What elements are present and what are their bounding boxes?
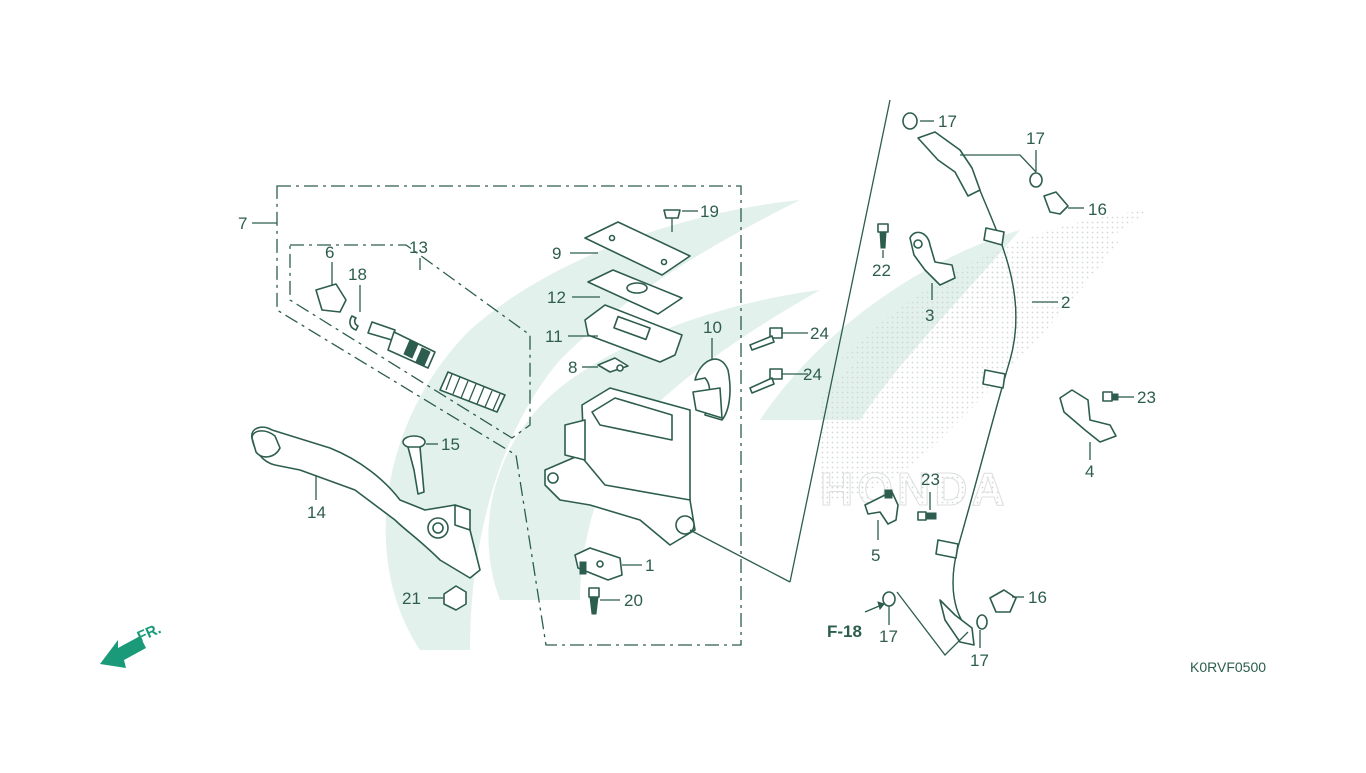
pivot-nut-21 xyxy=(443,585,467,611)
leader-body-hose xyxy=(689,529,791,583)
bolt-23-right xyxy=(1102,391,1119,402)
circlip-18 xyxy=(349,315,359,331)
leader-17b xyxy=(960,154,1037,173)
callout-17-bottom-right: 17 xyxy=(970,651,989,670)
piston-boot xyxy=(315,283,347,313)
watermark-wing: HONDA xyxy=(385,200,1150,650)
callout-23-right: 23 xyxy=(1137,388,1156,407)
watermark-brand-mark: HONDA xyxy=(820,463,1009,515)
return-spring xyxy=(439,371,506,413)
callout-17-top-left: 17 xyxy=(938,112,957,131)
reference-label: F-18 xyxy=(827,622,862,641)
assembly-7-outline xyxy=(276,185,742,646)
screw-19 xyxy=(663,209,681,232)
callout-19: 19 xyxy=(700,202,719,221)
washer-17-top-right xyxy=(1029,172,1043,188)
master-cylinder-body xyxy=(544,387,696,546)
brake-switch xyxy=(574,547,623,581)
hose-clamp-4 xyxy=(1059,389,1117,443)
callout-18: 18 xyxy=(348,265,367,284)
callout-21: 21 xyxy=(402,589,421,608)
callout-9: 9 xyxy=(552,244,561,263)
piston-rod xyxy=(367,321,436,369)
bolt-24-upper xyxy=(749,327,783,351)
callout-8: 8 xyxy=(568,358,577,377)
callout-13: 13 xyxy=(409,238,428,257)
callout-10: 10 xyxy=(703,318,722,337)
callout-16-upper: 16 xyxy=(1088,200,1107,219)
bolt-24-lower xyxy=(749,368,783,394)
callout-24-upper: 24 xyxy=(810,324,829,343)
washer-17-bottom-right xyxy=(976,614,988,630)
callout-20: 20 xyxy=(624,591,643,610)
assembly-13-outline xyxy=(289,244,531,439)
front-direction-label: FR. xyxy=(135,620,164,645)
callout-16-lower: 16 xyxy=(1028,588,1047,607)
washer-17-bottom-left xyxy=(882,591,896,607)
callout-1: 1 xyxy=(645,556,654,575)
callout-24-lower: 24 xyxy=(803,365,822,384)
callout-17-top-right: 17 xyxy=(1026,129,1045,148)
callout-5: 5 xyxy=(871,546,880,565)
banjo-bolt-16-upper xyxy=(1043,191,1069,215)
callout-11: 11 xyxy=(545,327,563,346)
hose-clamp-5 xyxy=(864,489,899,525)
brake-hose xyxy=(917,131,1017,646)
washer-17-top-left xyxy=(902,112,918,130)
bolt-23-left xyxy=(917,511,937,521)
banjo-bolt-16-lower xyxy=(989,589,1017,613)
callout-4: 4 xyxy=(1085,462,1094,481)
callout-2: 2 xyxy=(1061,293,1070,312)
front-direction-arrow-icon xyxy=(100,636,146,668)
pivot-bolt-15 xyxy=(402,435,426,495)
callout-12: 12 xyxy=(547,288,566,307)
leader-17c-hose xyxy=(896,591,969,656)
callout-15: 15 xyxy=(441,435,460,454)
hose-clamp-3 xyxy=(909,231,956,286)
switch-screw-20 xyxy=(588,587,600,615)
drawing-code: K0RVF0500 xyxy=(1190,659,1266,675)
callout-14: 14 xyxy=(307,503,326,522)
callout-7: 7 xyxy=(238,214,247,233)
callout-3: 3 xyxy=(925,306,934,325)
brake-lever xyxy=(251,426,481,579)
callout-22: 22 xyxy=(872,261,891,280)
bolt-22 xyxy=(877,223,889,249)
callout-23-left: 23 xyxy=(921,470,940,489)
callout-17-bottom-left: 17 xyxy=(879,627,898,646)
reference-arrow xyxy=(864,601,885,613)
leader-hose-top xyxy=(789,99,891,583)
callout-6: 6 xyxy=(325,243,334,262)
